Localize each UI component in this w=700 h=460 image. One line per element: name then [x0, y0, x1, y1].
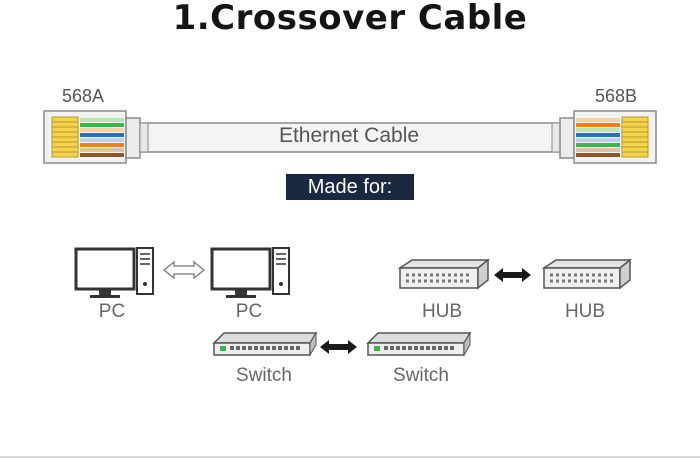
bottom-divider	[0, 456, 700, 458]
pc-left-label: PC	[98, 301, 126, 322]
wire-pairs-568b	[576, 118, 620, 157]
computer-icon	[210, 247, 290, 298]
gold-pins	[51, 116, 79, 158]
switch-left-label: Switch	[236, 365, 292, 386]
double-arrow-icon	[162, 260, 206, 280]
rj45-connector-icon	[551, 110, 657, 164]
hub-icon	[541, 258, 633, 290]
hub-right-label: HUB	[564, 301, 606, 322]
standard-568b-label: 568B	[595, 86, 638, 106]
switch-right-label: Switch	[393, 365, 449, 386]
switch-icon	[212, 331, 318, 357]
computer-icon	[74, 247, 154, 298]
standard-568a-label: 568A	[62, 86, 105, 106]
hub-left-label: HUB	[421, 301, 463, 322]
gold-pins	[621, 116, 649, 158]
switch-icon	[366, 331, 472, 357]
rj45-connector-icon	[43, 110, 149, 164]
ethernet-cable	[139, 122, 561, 153]
wire-pairs-568a	[80, 118, 124, 157]
double-arrow-icon	[320, 340, 357, 354]
made-for-banner: Made for:	[286, 174, 414, 200]
double-arrow-icon	[494, 268, 531, 282]
page-title: 1.Crossover Cable	[172, 0, 528, 38]
pc-right-label: PC	[235, 301, 263, 322]
cable-label: Ethernet Cable	[278, 124, 420, 147]
hub-icon	[397, 258, 491, 290]
